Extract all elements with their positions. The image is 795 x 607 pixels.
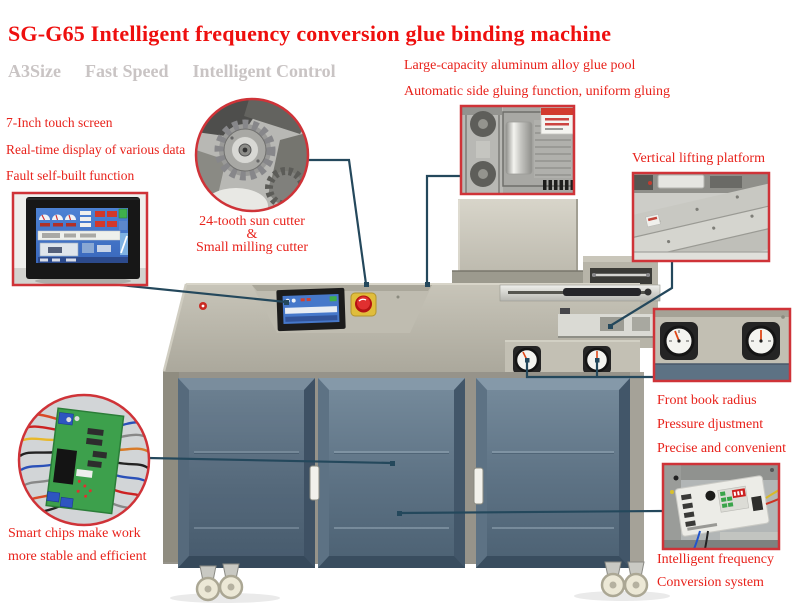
callout-line-text: Automatic side gluing function, uniform … bbox=[404, 84, 670, 99]
door-right bbox=[476, 378, 630, 568]
callout-line-text: Conversion system bbox=[657, 575, 764, 590]
callout-line-text: Small milling cutter bbox=[196, 240, 308, 255]
callout-smart-chips: Smart chips make work more stable and ef… bbox=[8, 522, 147, 568]
callout-pressure: Front book radius Pressure djustment Pre… bbox=[657, 389, 786, 461]
callout-line-text: & bbox=[246, 227, 258, 242]
feature-fast-speed: Fast Speed bbox=[85, 61, 169, 81]
callout-line-text: Fault self-built function bbox=[6, 168, 135, 183]
feature-tagline: A3Size Fast Speed Intelligent Control bbox=[8, 61, 336, 82]
machine-touchscreen bbox=[276, 287, 346, 332]
paper-support bbox=[452, 199, 583, 284]
door-middle bbox=[318, 378, 465, 568]
page-title: SG-G65 Intelligent frequency conversion … bbox=[8, 20, 612, 46]
callout-line-text: 24-tooth sun cutter bbox=[199, 214, 305, 229]
callout-line-text: 7-Inch touch screen bbox=[6, 115, 113, 130]
clamp-rail bbox=[499, 284, 661, 302]
inset-circuit-board-photo bbox=[17, 393, 151, 527]
inset-lifting-platform-photo bbox=[631, 171, 771, 263]
emergency-stop-button bbox=[350, 292, 377, 317]
cabinet bbox=[163, 372, 649, 602]
door-left bbox=[178, 378, 315, 568]
feature-a3size: A3Size bbox=[8, 61, 61, 81]
machine-body bbox=[162, 199, 661, 378]
floor-shadow bbox=[170, 591, 670, 603]
inset-touch-screen-photo bbox=[11, 191, 149, 287]
callout-cutter: 24-tooth sun cutter & Small milling cutt… bbox=[186, 214, 318, 255]
callout-dots bbox=[284, 282, 613, 516]
callout-line-text: Real-time display of various data bbox=[6, 141, 186, 157]
inset-frequency-inverter-photo bbox=[661, 462, 781, 551]
inset-cutter-photo bbox=[194, 97, 310, 213]
callout-line-text: Front book radius bbox=[657, 393, 757, 408]
callout-line-text: Large-capacity aluminum alloy glue pool bbox=[404, 58, 636, 73]
callout-glue-pool: Large-capacity aluminum alloy glue pool … bbox=[404, 53, 670, 105]
brand-logo-dot-center bbox=[201, 304, 205, 308]
caster-wheels bbox=[195, 561, 649, 602]
callout-lifting-platform: Vertical lifting platform bbox=[632, 151, 765, 167]
callout-line-text: Pressure djustment bbox=[657, 417, 764, 432]
callout-touch-screen: 7-Inch touch screen Real-time display of… bbox=[6, 110, 185, 190]
door-handle bbox=[473, 467, 484, 505]
callout-line-text: Smart chips make work bbox=[8, 526, 141, 541]
door-handle bbox=[309, 465, 320, 501]
inset-glue-pool-photo bbox=[459, 104, 576, 196]
callout-line-text: Vertical lifting platform bbox=[632, 151, 765, 166]
callout-line-text: Precise and convenient bbox=[657, 441, 787, 456]
callout-frequency: Intelligent frequency Conversion system bbox=[657, 548, 774, 594]
feature-intelligent-control: Intelligent Control bbox=[192, 61, 336, 81]
inset-gauges-photo bbox=[652, 307, 792, 383]
callout-lines bbox=[119, 158, 674, 515]
callout-line-text: Intelligent frequency bbox=[657, 552, 775, 567]
callout-line-text: more stable and efficient bbox=[8, 549, 147, 564]
